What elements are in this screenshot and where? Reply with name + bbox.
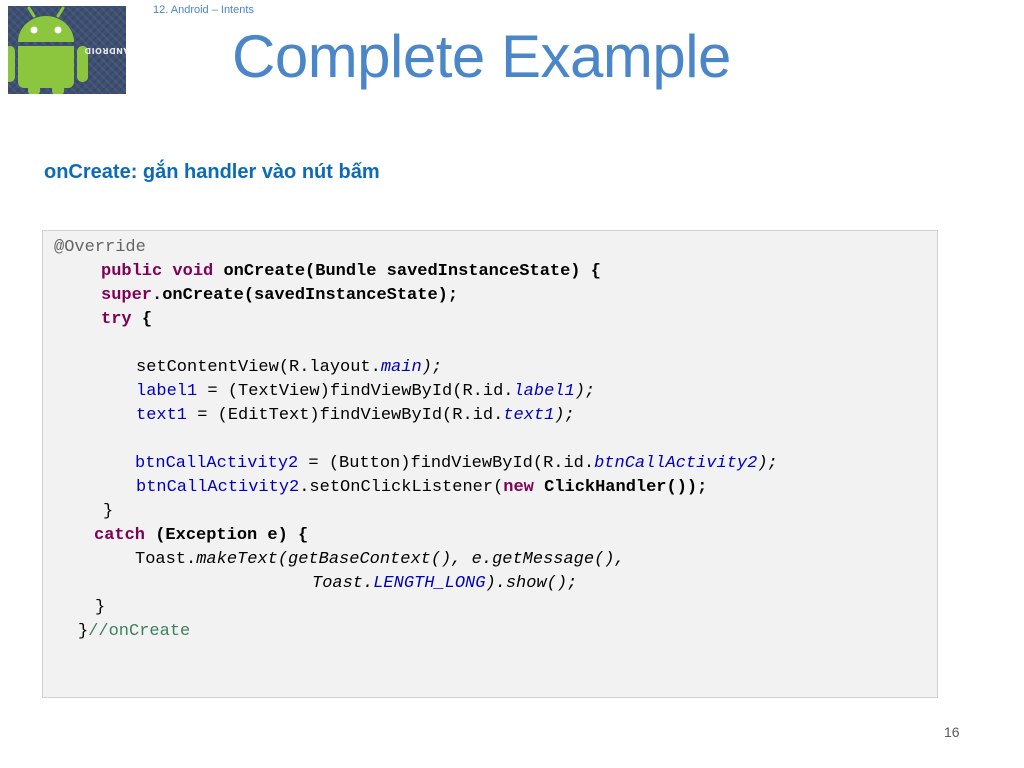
code-line-14: } xyxy=(95,598,106,617)
code-line-13: Toast.LENGTH_LONG).show(); xyxy=(312,574,578,593)
code-line-2: public void onCreate(Bundle savedInstanc… xyxy=(101,262,601,281)
page-number: 16 xyxy=(944,724,960,740)
code-line-5: setContentView(R.layout.main); xyxy=(136,358,443,377)
code-line-10: } xyxy=(103,502,114,521)
code-line-12: Toast.makeText(getBaseContext(), e.getMe… xyxy=(135,550,625,569)
code-line-8: btnCallActivity2 = (Button)findViewById(… xyxy=(135,454,778,473)
logo-text: ANDROID xyxy=(84,46,126,55)
code-line-11: catch (Exception e) { xyxy=(94,526,309,545)
code-line-6: label1 = (TextView)findViewById(R.id.lab… xyxy=(136,382,596,401)
code-line-1: @Override xyxy=(54,238,146,257)
code-line-4: try { xyxy=(101,310,153,329)
code-line-7: text1 = (EditText)findViewById(R.id.text… xyxy=(136,406,575,425)
code-line-15: }//onCreate xyxy=(78,622,191,641)
android-logo: ANDROID xyxy=(8,6,126,94)
breadcrumb: 12. Android – Intents xyxy=(153,4,254,16)
code-line-3: super.onCreate(savedInstanceState); xyxy=(101,286,459,305)
android-robot-icon xyxy=(8,6,88,94)
code-block: @Override public void onCreate(Bundle sa… xyxy=(42,230,938,698)
code-line-9: btnCallActivity2.setOnClickListener(new … xyxy=(136,478,708,497)
section-subtitle: onCreate: gắn handler vào nút bấm xyxy=(44,161,380,183)
page-title: Complete Example xyxy=(232,23,731,90)
